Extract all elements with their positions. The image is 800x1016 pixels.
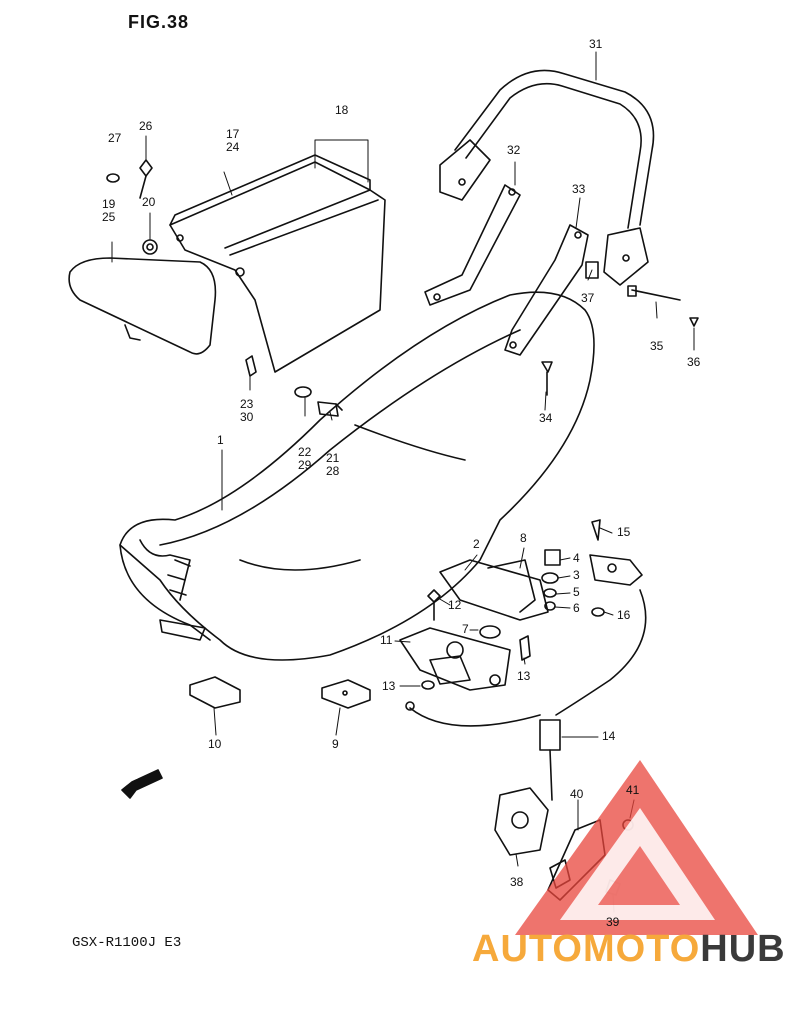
model-code: GSX-R1100J E3 [72,935,182,951]
grab-rail [439,69,655,286]
callout-9: 9 [332,737,339,751]
callout-20: 20 [142,195,156,209]
callout-7: 7 [462,622,469,636]
callout-4: 4 [573,551,580,565]
callout-17-24: 17 24 [226,127,240,154]
seat-cushions [189,676,371,709]
callout-19-25: 19 25 [102,197,116,224]
callout-3: 3 [573,568,580,582]
callout-36: 36 [687,355,701,369]
callout-39: 39 [606,915,620,929]
seat-pad [68,257,217,355]
callout-22-29: 22 29 [298,445,312,472]
callout-15: 15 [617,525,631,539]
callout-37: 37 [581,291,595,305]
callout-12: 12 [448,598,462,612]
callout-11: 11 [380,633,393,647]
forward-arrow [121,769,163,799]
callout-13-left: 13 [382,679,396,693]
callout-38: 38 [510,875,524,889]
callout-13-right: 13 [517,669,531,683]
cowl-fasteners [106,159,553,417]
callout-32: 32 [507,143,521,157]
callout-41: 41 [626,783,640,797]
callout-16: 16 [617,608,631,622]
rail-bolt [627,285,699,327]
leader-lines [111,51,695,913]
callout-14: 14 [602,729,616,743]
automotohub-logo-mark [515,760,758,935]
callout-34: 34 [539,411,553,425]
callout-23-30: 23 30 [240,397,254,424]
watermark-text-hub: HUB [700,928,786,970]
callout-26: 26 [139,119,153,133]
callout-27: 27 [108,131,122,145]
rail-brackets [424,184,599,356]
callout-35: 35 [650,339,664,353]
callout-10: 10 [208,737,222,751]
callout-8: 8 [520,531,527,545]
callout-1: 1 [217,433,224,447]
callout-6: 6 [573,601,580,615]
callout-31: 31 [589,37,603,51]
figure-title: FIG.38 [128,12,190,32]
callout-18: 18 [335,103,349,117]
callout-33: 33 [572,182,586,196]
seat-lock-bracket [399,549,561,691]
callout-40: 40 [570,787,584,801]
callout-2: 2 [473,537,480,551]
main-seat [119,291,595,661]
callout-5: 5 [573,585,580,599]
callout-21-28: 21 28 [326,451,340,478]
automotohub-watermark: AUTOMOTOHUB [472,928,786,971]
watermark-text-main: AUTOMOTO [472,928,701,970]
